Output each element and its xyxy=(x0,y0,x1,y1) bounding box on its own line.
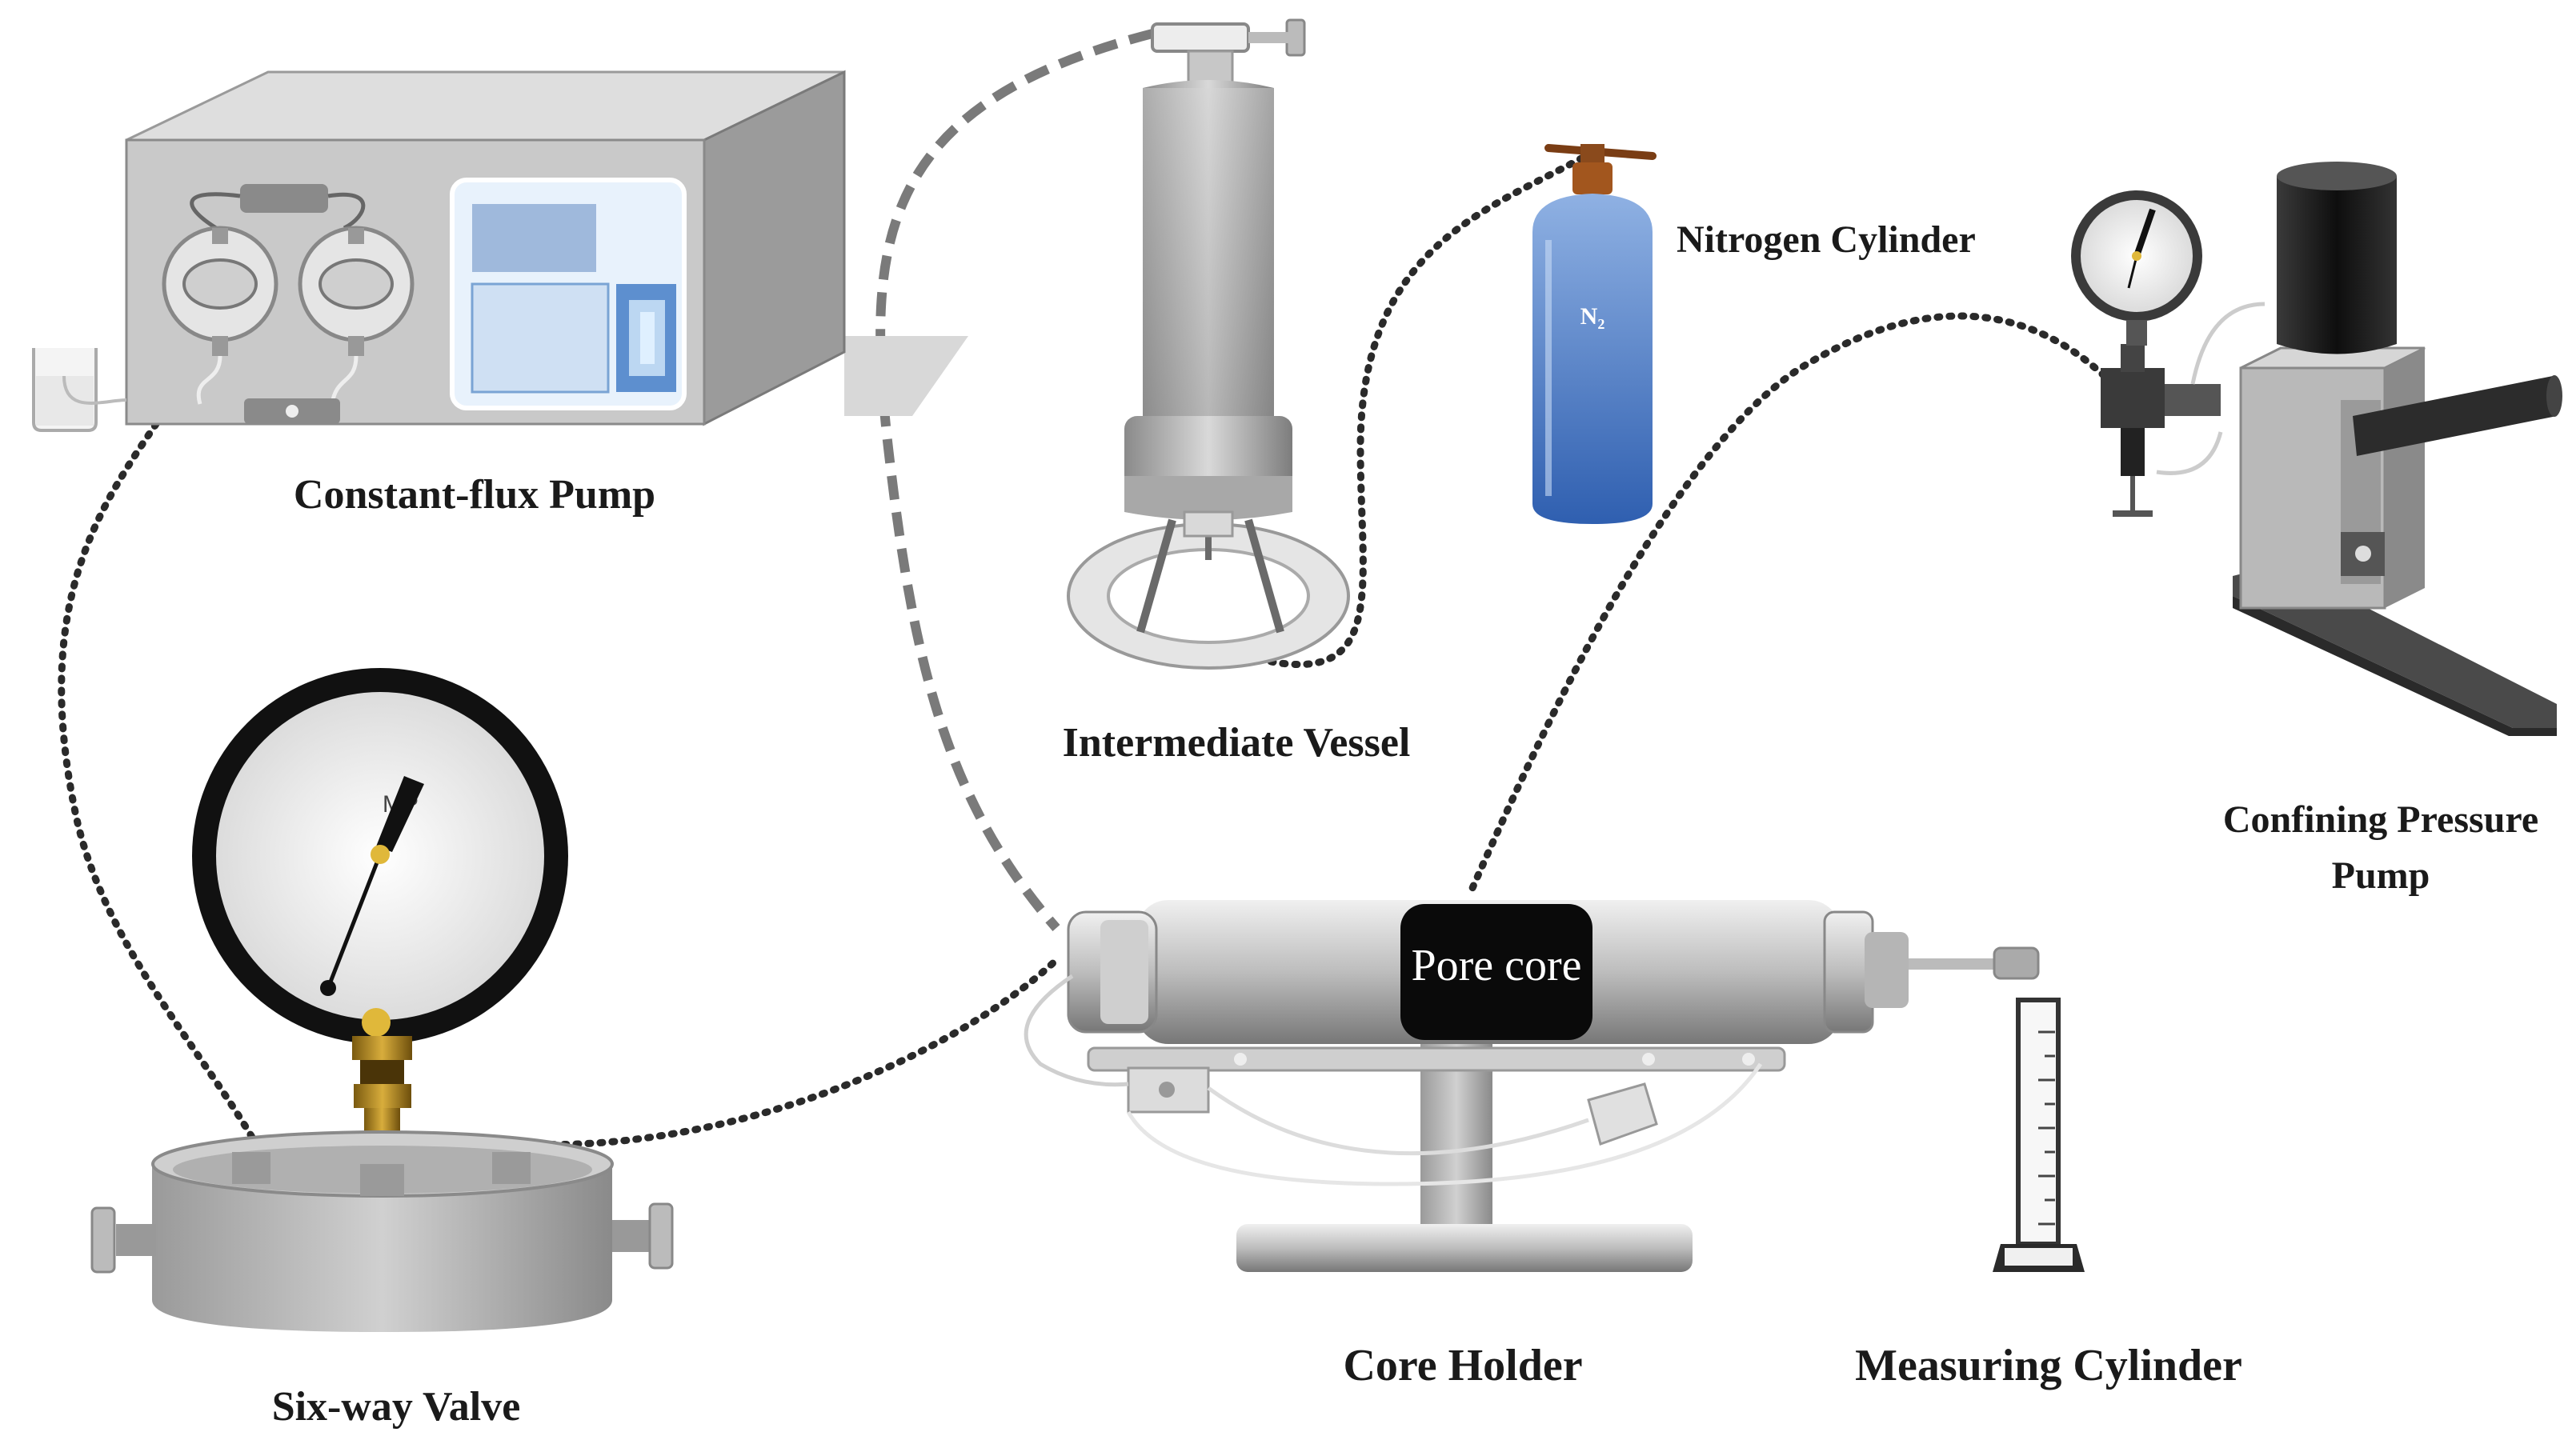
core-holder: Pore core Core Holder xyxy=(1024,900,2040,1390)
tube-pump-to-valve xyxy=(58,420,260,1148)
confining-label-line1: Confining Pressure xyxy=(2223,798,2538,841)
core-label: Pore core xyxy=(1411,941,1581,990)
nitrogen-label: Nitrogen Cylinder xyxy=(1677,218,1976,261)
connection-lines xyxy=(58,29,2117,1149)
holder-label: Core Holder xyxy=(1343,1341,1582,1390)
beaker-icon xyxy=(32,348,127,432)
pressure-gauge-small xyxy=(2071,190,2202,346)
tube-vessel-to-holder xyxy=(875,29,1154,931)
nitrogen-cylinder: N₂ Nitrogen Cylinder xyxy=(1532,144,1976,524)
intermediate-vessel: Intermediate Vessel xyxy=(1063,18,1411,766)
measuring-label: Measuring Cylinder xyxy=(1855,1341,2242,1390)
confining-label-line2: Pump xyxy=(2332,854,2430,897)
n2-label: N₂ xyxy=(1580,303,1605,330)
vessel-label: Intermediate Vessel xyxy=(1063,720,1411,766)
pump-label: Constant-flux Pump xyxy=(294,472,655,518)
pressure-gauge-large: MP xyxy=(192,668,568,1044)
tube-confining-to-holder xyxy=(1468,312,2117,892)
six-way-valve: MP Six-way Valve xyxy=(90,668,674,1430)
valve-label: Six-way Valve xyxy=(272,1384,521,1430)
constant-flux-pump: Constant-flux Pump xyxy=(32,70,968,518)
measuring-cylinder: Measuring Cylinder xyxy=(1855,998,2242,1390)
confining-pressure-pump: Confining Pressure Pump xyxy=(2071,162,2562,897)
tube-valve-to-holder xyxy=(524,956,1060,1149)
